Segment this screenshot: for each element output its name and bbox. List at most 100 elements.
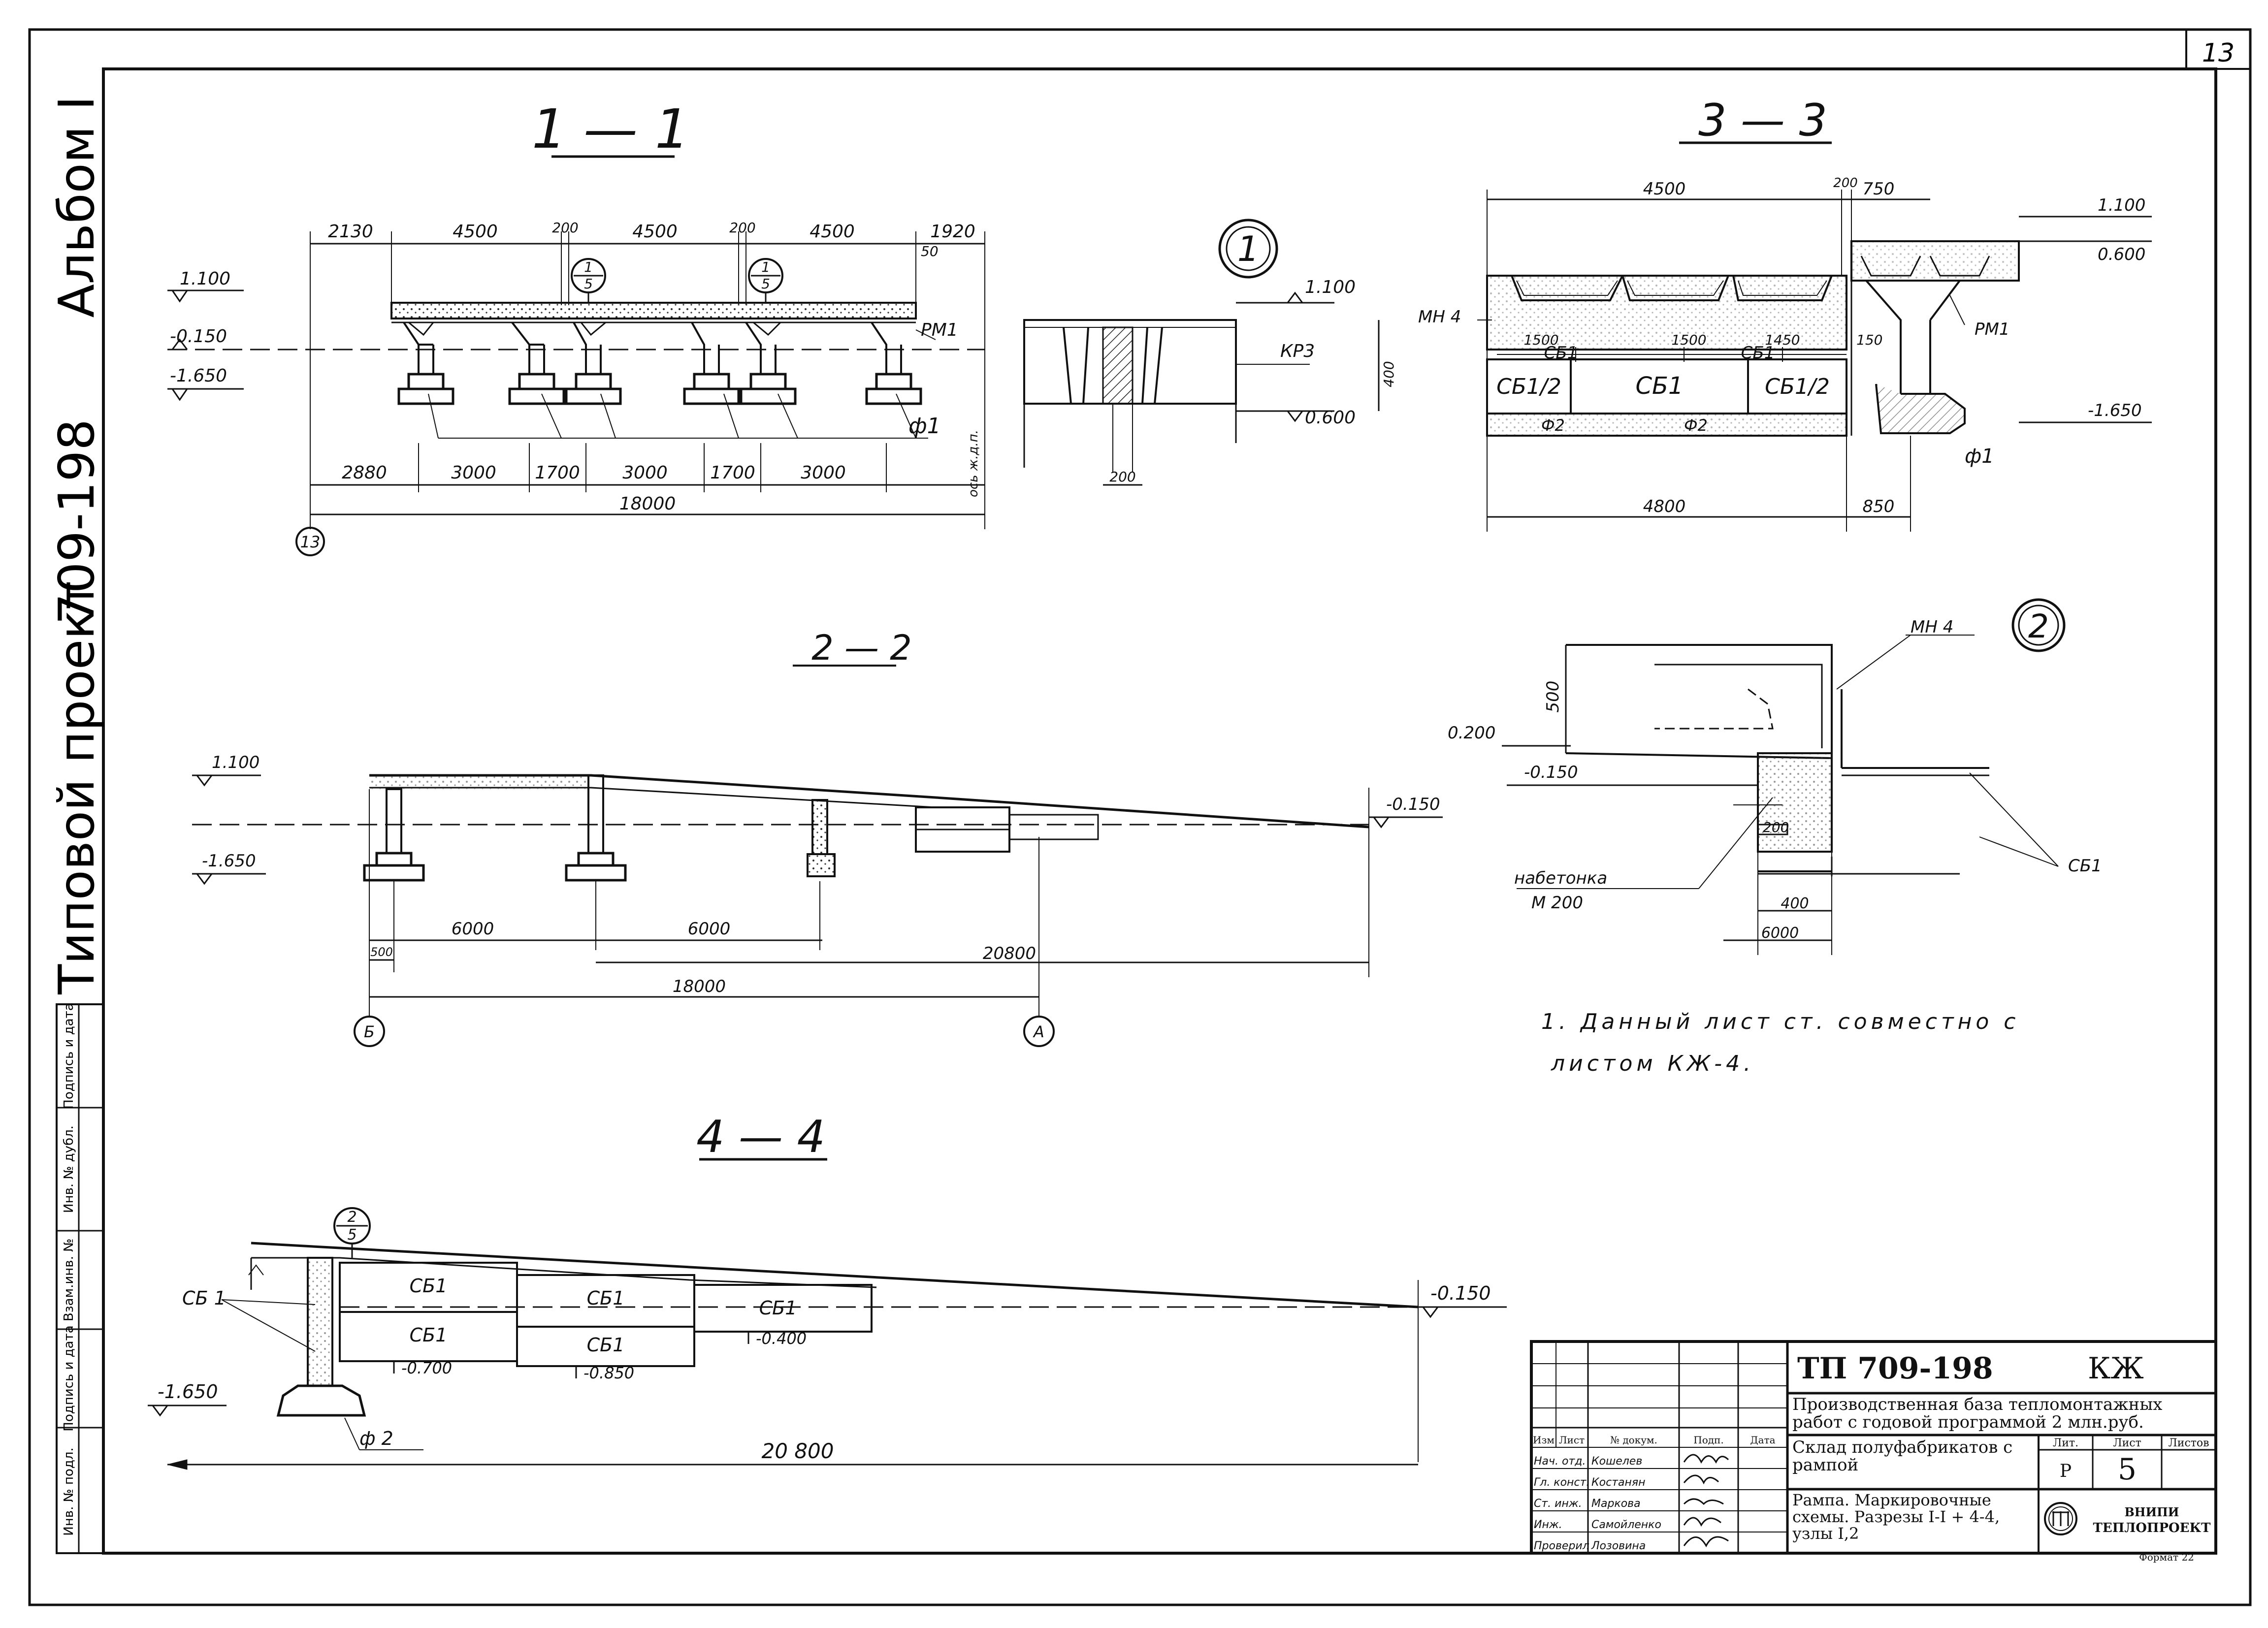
s33-level-1100: 1.100: [2098, 195, 2145, 215]
tb-name-5: Лозовина: [1591, 1540, 1646, 1552]
s33-dim-150: 150: [1856, 332, 1882, 348]
s22-axis-b: Б: [364, 1022, 375, 1041]
tb-name-3: Маркова: [1591, 1498, 1641, 1510]
node2-label-m200: М 200: [1531, 893, 1583, 913]
s11-level-1650: -1.650: [170, 366, 227, 386]
sheet-number: 13: [2202, 38, 2235, 68]
section-1-1-title: 1 — 1: [532, 97, 689, 160]
node2-dim-6000: 6000: [1761, 925, 1799, 942]
s11-callout2-den: 5: [761, 276, 770, 292]
tb-object: Склад полуфабрикатов с рампой: [1792, 1438, 2013, 1475]
tb-h-izm: Изм: [1533, 1434, 1555, 1446]
tb-head-lit: Лит.: [2053, 1437, 2078, 1449]
s44-dim-20800: 20 800: [762, 1439, 834, 1463]
stamp-cell-2: Подпись и дата: [62, 1325, 76, 1431]
project-name: Типовой проект: [48, 581, 105, 995]
node2-label-sb1: СБ1: [2068, 856, 2102, 876]
s22-level-1650: -1.650: [202, 851, 256, 871]
node2-number: 2: [2028, 607, 2049, 645]
tb-role-4: Инж.: [1534, 1519, 1562, 1531]
general-note: 1. Данный лист ст. совместно с листом КЖ…: [1541, 1009, 2019, 1076]
s33-level-0600: 0.600: [2098, 245, 2145, 264]
tb-org1: ВНИПИ: [2125, 1505, 2179, 1519]
s44-label-sb1: СБ 1: [182, 1287, 226, 1309]
s11-label-rm1: РМ1: [921, 320, 958, 340]
album-label: Альбом I: [48, 96, 105, 318]
stamp-cell-4: Инв. № дубл.: [62, 1125, 76, 1213]
tb-role-5: Проверил: [1534, 1540, 1589, 1552]
s11-dim-2130: 2130: [328, 222, 373, 242]
section-1-1-labels: 2130 4500 200 4500 200 4500 1920 50 1 5 …: [170, 220, 981, 551]
s11-level-1100: 1.100: [180, 269, 230, 289]
s44-level-0850: -0.850: [583, 1364, 634, 1382]
s44-callout-num: 2: [347, 1209, 356, 1226]
section-3-3-labels: 4500 200 750 1.100 0.600 -1.650 МН 4 РМ1…: [1418, 176, 2145, 516]
s33-block-sb1-a: СБ1: [1544, 343, 1578, 363]
section-2-2: 2 — 2: [192, 628, 1443, 1047]
s33-dim-4800: 4800: [1643, 497, 1686, 516]
s11-dim-4500c: 4500: [810, 222, 855, 242]
s11-dim-1700a: 1700: [535, 463, 580, 483]
left-margin: Альбом I Типовой проект 709-198 Инв. № п…: [48, 96, 105, 1554]
section-3-3-title: 3 — 3: [1698, 95, 1827, 146]
s11-dim-200b: 200: [729, 220, 755, 236]
inner-border: [102, 67, 2217, 1555]
title-block: [1530, 1340, 2217, 1555]
tb-name-4: Самойленко: [1591, 1519, 1661, 1531]
s11-dim-total: 18000: [619, 494, 676, 514]
signature-5: [1683, 1536, 1729, 1548]
s22-dim-20800: 20800: [983, 944, 1036, 963]
node1-level-0600: 0.600: [1305, 408, 1356, 428]
s33-block-sb12-a: СБ1/2: [1496, 374, 1561, 399]
s11-axis-note: ось ж.д.п.: [966, 430, 981, 497]
node2-label-nabetonka: набетонка: [1514, 868, 1607, 888]
s33-level-1650: -1.650: [2088, 401, 2142, 420]
section-4-4-labels: 2 5 СБ1 СБ1 СБ1 СБ1 СБ1 СБ 1 ф 2 -0.150 …: [158, 1209, 1491, 1463]
node2-level-0200: 0.200: [1448, 723, 1495, 743]
s44-level-0400: -0.400: [756, 1329, 807, 1348]
node2-label-mn4: МН 4: [1911, 617, 1953, 637]
tb-name-2: Костанян: [1591, 1476, 1645, 1489]
s33-label-rm1: РМ1: [1975, 319, 2009, 339]
tb-role-2: Гл. конст.: [1534, 1476, 1589, 1489]
s22-dim-6000a: 6000: [452, 919, 494, 939]
note-line-1: 1. Данный лист ст. совместно с: [1541, 1009, 2019, 1034]
section-4-4-title: 4 — 4: [696, 1111, 825, 1163]
s11-label-f1: ф1: [908, 414, 941, 439]
stamp-cell-1: Инв. № подл.: [62, 1447, 76, 1535]
tb-h-date: Дата: [1750, 1434, 1775, 1446]
s11-dim-4500b: 4500: [632, 222, 678, 242]
s11-dim-1700b: 1700: [710, 463, 755, 483]
tb-h-doc: № докум.: [1610, 1434, 1657, 1446]
s44-callout-den: 5: [347, 1226, 356, 1244]
tb-role-1: Нач. отд.: [1534, 1455, 1586, 1468]
tb-code: ТП 709-198: [1797, 1351, 1993, 1386]
tb-lit: Р: [2060, 1461, 2072, 1481]
tb-head-sheet: Лист: [2113, 1437, 2141, 1449]
s44-level-1650: -1.650: [158, 1381, 218, 1403]
s11-callout2-num: 1: [761, 259, 770, 275]
s11-axis-13: 13: [300, 533, 321, 551]
node1-number: 1: [1237, 229, 1260, 269]
s33-label-mn4: МН 4: [1418, 307, 1461, 327]
s33-block-sb1-b: СБ1: [1741, 343, 1775, 363]
tb-mark: КЖ: [2088, 1351, 2144, 1386]
s33-label-f1: ф1: [1965, 445, 1994, 468]
s11-dim-4500a: 4500: [453, 222, 498, 242]
s33-dim-850: 850: [1863, 497, 1895, 516]
tb-format: Формат 22: [2139, 1551, 2194, 1563]
node-2: [1502, 598, 2066, 955]
node1-dim-400: 400: [1381, 361, 1397, 387]
note-line-2: листом КЖ-4.: [1551, 1051, 1754, 1076]
s33-dim-200: 200: [1833, 176, 1858, 191]
s11-dim-3000a: 3000: [451, 463, 496, 483]
stamp-cell-5: Подпись и дата: [62, 1003, 76, 1109]
s22-axis-a: А: [1033, 1022, 1044, 1041]
node2-dim-200: 200: [1763, 819, 1789, 835]
s44-level-0700: -0.700: [401, 1359, 452, 1377]
tb-h-sign: Подп.: [1693, 1434, 1723, 1446]
s11-callout1-num: 1: [584, 259, 593, 275]
s11-dim-3000b: 3000: [622, 463, 668, 483]
s44-level-0150: -0.150: [1430, 1282, 1491, 1304]
